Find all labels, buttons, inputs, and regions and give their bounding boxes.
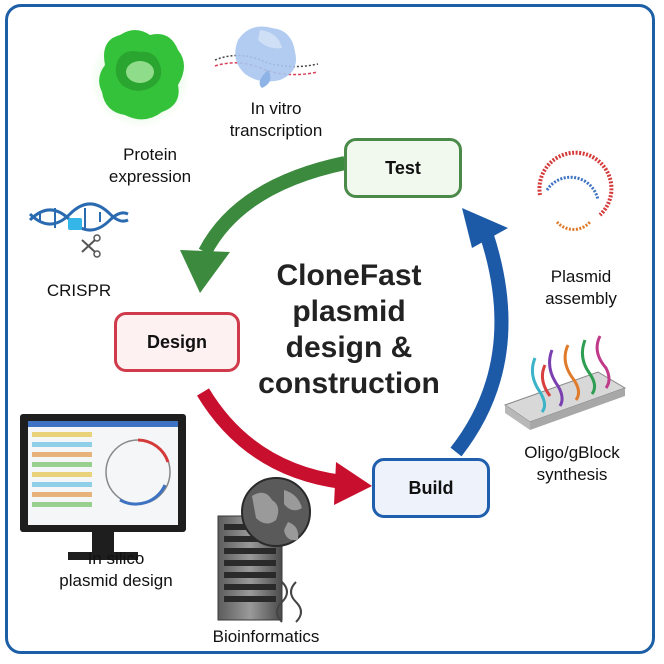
diagram-title: CloneFast plasmid design & construction bbox=[238, 258, 460, 402]
figure-frame bbox=[5, 4, 655, 654]
plasmid-icon bbox=[537, 150, 614, 231]
node-test-label: Test bbox=[385, 157, 421, 178]
label-line: In silico bbox=[87, 549, 145, 568]
label-line: Plasmid bbox=[550, 267, 612, 286]
label-in-silico-design: In silico plasmid design bbox=[36, 548, 196, 592]
label-line: assembly bbox=[545, 289, 617, 308]
label-line: plasmid design bbox=[59, 571, 173, 590]
label-crispr: CRISPR bbox=[24, 280, 134, 302]
arrow-design-to-build bbox=[197, 388, 372, 505]
label-oligo-synthesis: Oligo/gBlock synthesis bbox=[504, 442, 640, 486]
title-line: construction bbox=[258, 367, 440, 400]
label-line: transcription bbox=[229, 121, 323, 140]
arrow-test-to-design bbox=[180, 156, 347, 293]
title-line: plasmid bbox=[292, 295, 406, 328]
protein-icon bbox=[90, 28, 190, 128]
title-line: CloneFast bbox=[276, 259, 422, 292]
crispr-icon bbox=[28, 202, 129, 258]
server-globe-icon bbox=[217, 477, 311, 623]
label-line: synthesis bbox=[536, 465, 608, 484]
node-test: Test bbox=[344, 138, 462, 198]
label-line: CRISPR bbox=[46, 281, 112, 300]
monitor-icon bbox=[20, 414, 186, 560]
label-line: In vitro bbox=[250, 99, 302, 118]
label-line: Oligo/gBlock bbox=[524, 443, 620, 462]
node-design: Design bbox=[114, 312, 240, 372]
label-line: Bioinformatics bbox=[212, 627, 320, 646]
label-plasmid-assembly: Plasmid assembly bbox=[524, 266, 638, 310]
oligo-plate-icon bbox=[503, 335, 627, 430]
node-design-label: Design bbox=[146, 331, 207, 352]
label-line: Protein bbox=[123, 145, 177, 164]
label-bioinformatics: Bioinformatics bbox=[186, 626, 346, 648]
label-line: expression bbox=[108, 167, 192, 186]
arrow-build-to-test bbox=[450, 208, 509, 457]
label-in-vitro-transcription: In vitro transcription bbox=[210, 98, 342, 142]
title-line: design & bbox=[285, 331, 413, 364]
polymerase-icon bbox=[214, 26, 319, 88]
label-protein-expression: Protein expression bbox=[90, 144, 210, 188]
node-build-label: Build bbox=[408, 477, 454, 498]
node-build: Build bbox=[372, 458, 490, 518]
